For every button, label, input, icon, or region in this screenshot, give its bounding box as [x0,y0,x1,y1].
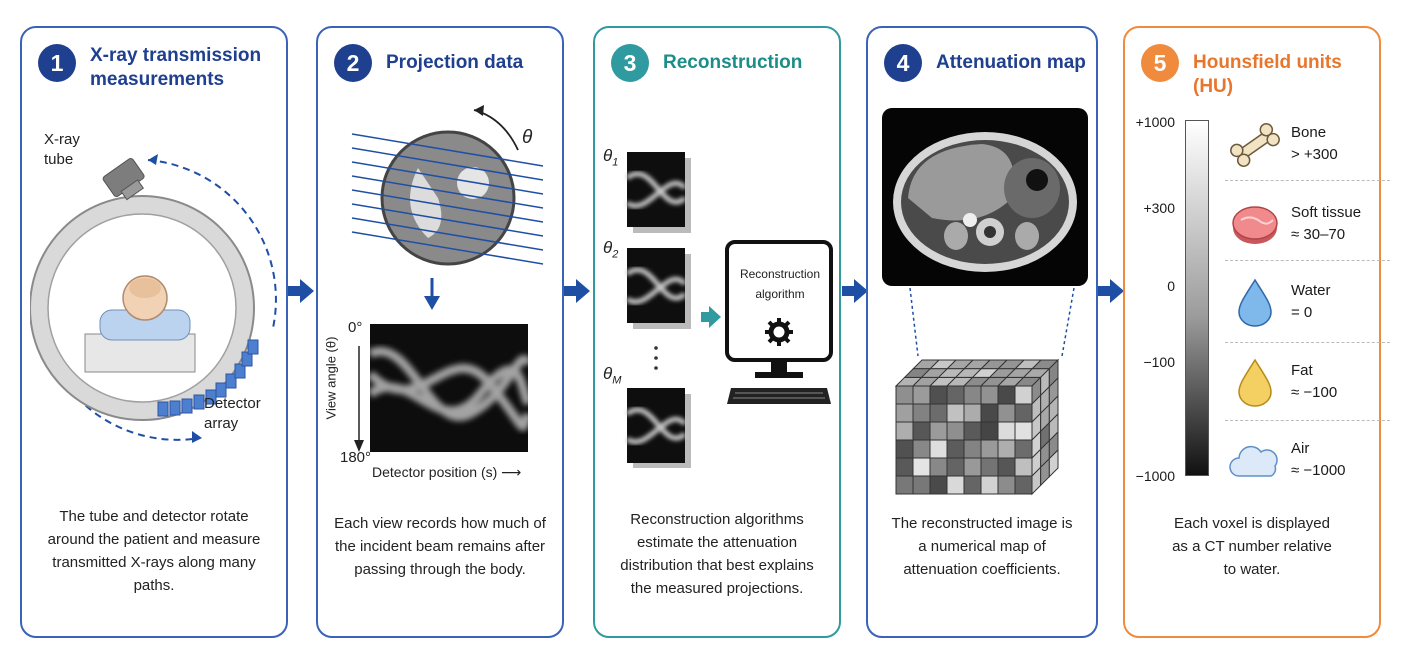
computer-icon [725,240,833,404]
hu-item-water: Water = 0 [1225,274,1395,336]
hu-separator [1225,180,1390,181]
panel-title-5: Hounsfield units (HU) [1193,52,1342,97]
theta-2-label: θ2 [603,238,619,261]
view-angle-arrow-icon [354,346,364,452]
step-number-2: 2 [334,44,372,82]
panel-title-2: Projection data [386,52,524,73]
hu-tick-1000: +1000 [1135,114,1175,130]
hu-separator [1225,420,1390,421]
hu-tick-300: +300 [1143,200,1175,216]
sinogram-image [370,324,528,452]
fat-drop-icon [1238,358,1272,407]
hu-item-bone: Bone > +300 [1225,116,1395,178]
gear-icon [765,318,793,346]
panel-hounsfield-units: 5 Hounsfield units (HU) +1000 +300 0 −10… [1123,26,1390,638]
bone-icon [1230,123,1280,167]
water-drop-icon [1238,278,1272,327]
panel-title-1: X-ray transmission measurements [90,45,262,90]
theta-label: θ [522,127,533,148]
panel-title-3: Reconstruction [663,52,803,73]
flow-arrow-4 [1098,279,1124,303]
hu-separator [1225,342,1390,343]
hu-tick-0: 0 [1167,278,1175,294]
step-number-5: 5 [1141,44,1179,82]
hu-gradient-bar [1185,120,1209,476]
hu-tick-minus-100: −100 [1143,354,1175,370]
theta-m-label: θM [603,364,622,387]
step-number-4: 4 [884,44,922,82]
angle-bottom-label: 180° [340,449,372,466]
hu-separator [1225,260,1390,261]
hu-item-soft-tissue: Soft tissue ≈ 30–70 [1225,196,1395,258]
teal-arrow-icon [701,306,721,328]
flow-arrow-2 [564,279,590,303]
cloud-icon [1229,445,1278,477]
phantom-projection-illustration [351,105,544,266]
panel-reconstruction: 3 Reconstruction θ1 θ2 θM [593,26,841,638]
projection-stack-illustration [625,152,691,468]
xray-tube-icon [102,158,145,201]
ct-gantry-illustration [30,154,277,443]
voxel-grid-illustration [894,287,1075,496]
hu-tick-minus-1000: −1000 [1135,468,1175,484]
step-number-3: 3 [611,44,649,82]
flow-arrow-1 [288,279,314,303]
angle-top-label: 0° [348,319,363,336]
flow-arrow-3 [842,279,868,303]
hu-item-fat: Fat ≈ −100 [1225,354,1395,416]
detector-array-icon [157,339,259,417]
panel-projection-data: 2 Projection data θ 0° View angle (θ) 18… [316,26,564,638]
view-angle-axis-label: View angle (θ) [323,336,339,420]
panel-attenuation-map: 4 Attenuation map The reconstructed imag… [866,26,1098,638]
hu-item-air: Air ≈ −1000 [1225,432,1395,494]
down-arrow-icon [424,278,440,310]
panel-title-4: Attenuation map [936,52,1086,73]
ct-slice-image [882,108,1088,286]
theta-1-label: θ1 [603,146,619,169]
detector-position-axis-label: Detector position (s) ⟶ [372,464,522,480]
meat-icon [1232,206,1278,244]
step-number-1: 1 [38,44,76,82]
